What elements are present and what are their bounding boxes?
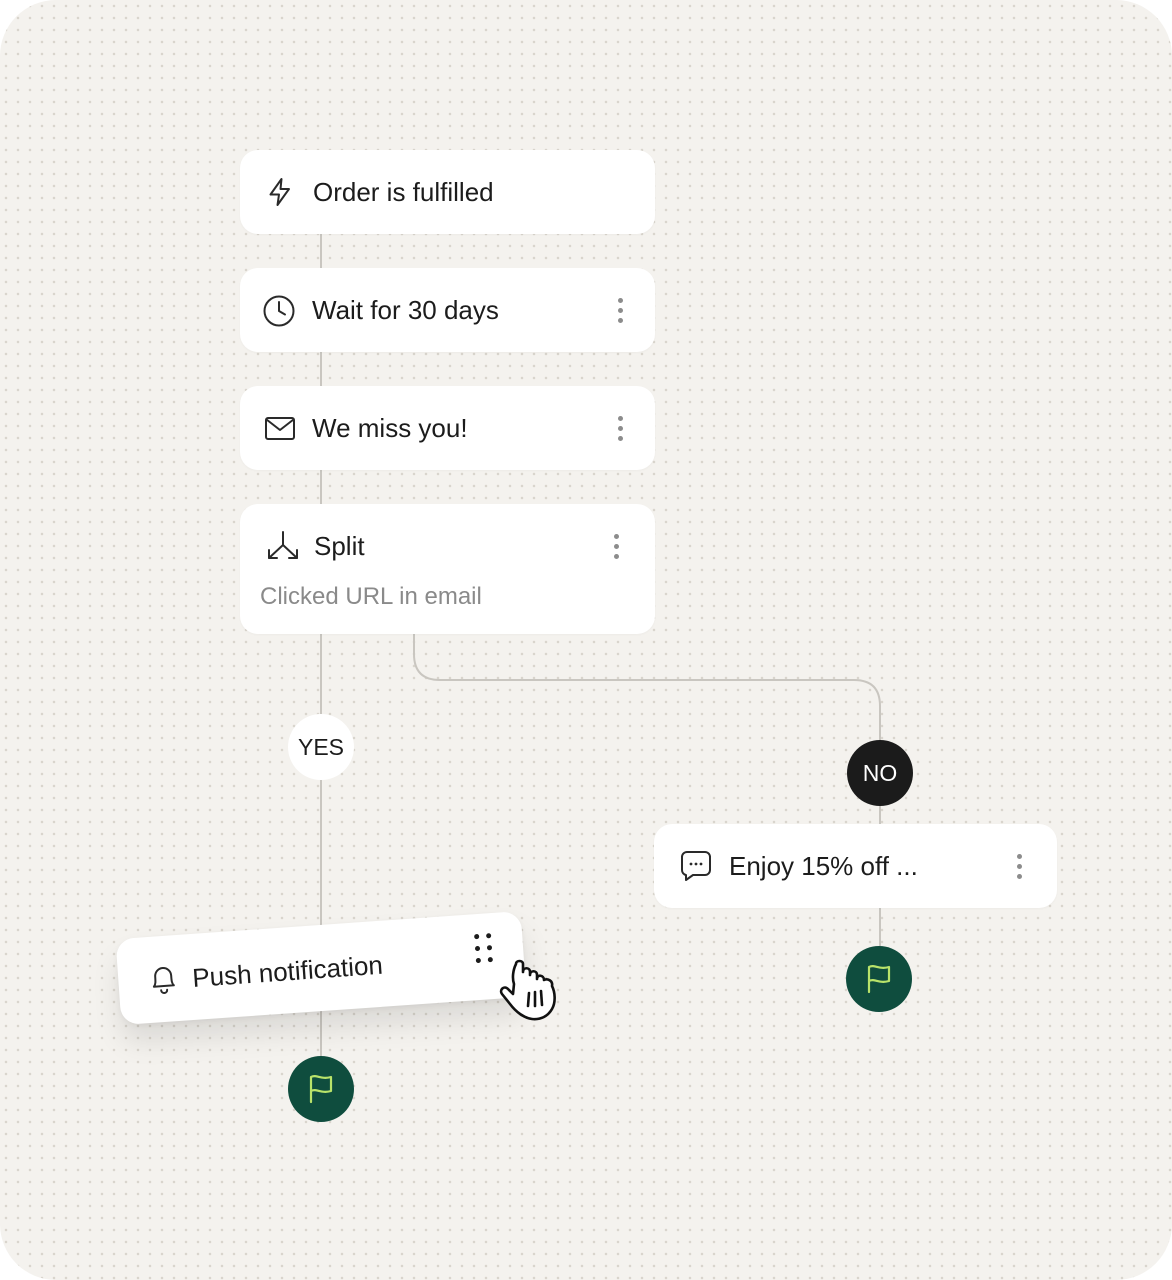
chat-bubble-icon [681,851,711,881]
split-condition: Clicked URL in email [260,583,482,610]
trigger-card[interactable]: Order is fulfilled [240,150,655,234]
no-branch-text: NO [862,759,898,786]
email-card[interactable]: We miss you! [240,386,655,470]
split-label: Split [314,531,365,561]
grab-hand-icon [499,959,556,1021]
sms-offer-more-menu-button[interactable] [1012,851,1028,883]
clock-icon [263,295,295,327]
push-notification-card[interactable]: Push notification [115,910,527,1026]
split-arrows-icon [268,531,298,559]
email-more-menu-button[interactable] [613,413,629,445]
wait-card[interactable]: Wait for 30 days [240,268,655,352]
envelope-icon [265,417,295,440]
sms-offer-card[interactable]: Enjoy 15% off ... [654,824,1057,908]
flag-icon [867,965,891,994]
drag-handle[interactable] [474,933,498,970]
wait-label: Wait for 30 days [312,295,499,325]
sms-offer-label: Enjoy 15% off ... [729,851,918,881]
connector-split-no [413,634,881,740]
yes-branch-text: YES [297,733,345,760]
bell-icon [152,967,175,994]
split-card[interactable]: Split Clicked URL in email [240,504,655,634]
end-node-no-branch[interactable] [846,946,912,1012]
no-branch-label: NO [847,740,913,806]
split-more-menu-button[interactable] [609,531,625,563]
lightning-icon [269,178,290,206]
trigger-label: Order is fulfilled [313,177,494,207]
push-notification-label: Push notification [191,949,384,993]
email-label: We miss you! [312,413,468,443]
wait-more-menu-button[interactable] [613,295,629,327]
yes-branch-label: YES [288,714,354,780]
flag-icon [309,1075,333,1104]
end-node-yes-branch[interactable] [288,1056,354,1122]
